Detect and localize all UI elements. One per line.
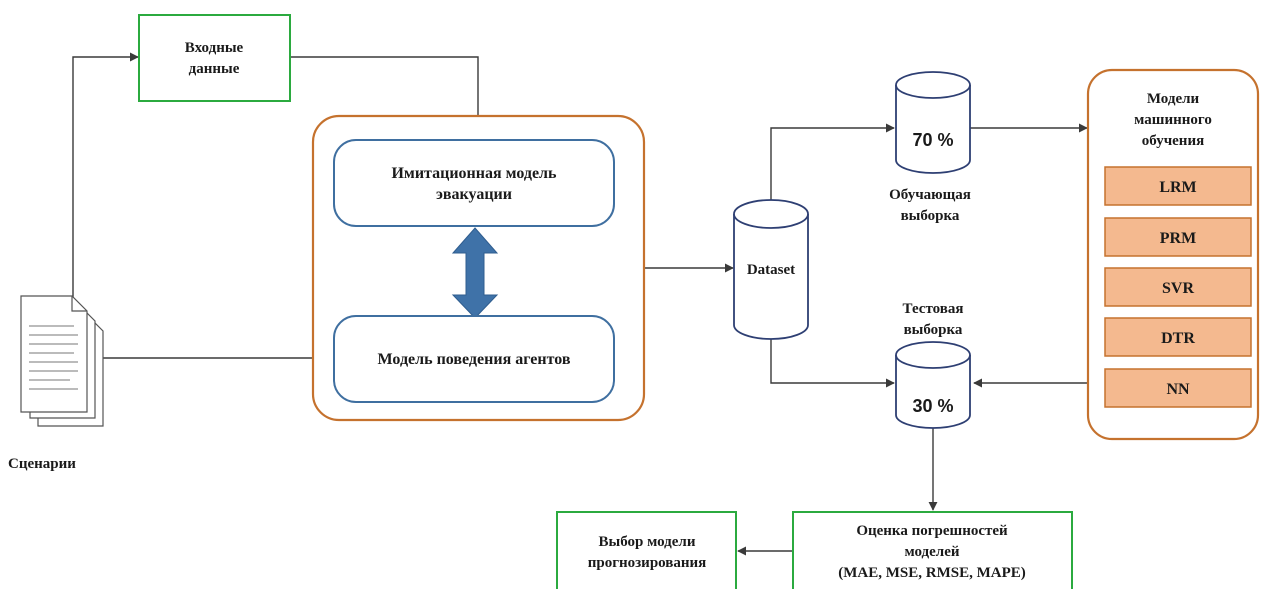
train-label-line1: Обучающая bbox=[889, 187, 971, 203]
train-percent: 70 % bbox=[912, 130, 953, 150]
dataset-label: Dataset bbox=[747, 262, 795, 278]
model-selection-line1: Выбор модели bbox=[598, 534, 695, 550]
ml-models-title-line3: обучения bbox=[1142, 133, 1204, 149]
model-selection-box: Выбор модели прогнозирования bbox=[556, 511, 737, 589]
test-cylinder bbox=[895, 341, 971, 429]
error-evaluation-line1: Оценка погрешностей bbox=[856, 523, 1008, 539]
ml-models-title-line1: Модели bbox=[1147, 91, 1200, 107]
arrow-input-to-simulation bbox=[290, 56, 483, 141]
input-data-line2: данные bbox=[189, 61, 240, 77]
scenarios-document-icon bbox=[20, 295, 104, 427]
arrow-scenarios-to-input bbox=[72, 52, 139, 310]
arrow-dataset-to-train bbox=[770, 123, 895, 200]
ml-model-label: LRM bbox=[1159, 179, 1196, 196]
input-data-box: Входные данные bbox=[138, 14, 291, 102]
model-selection-line2: прогнозирования bbox=[588, 555, 707, 571]
agent-behavior-model-box: Модель поведения агентов bbox=[333, 315, 615, 403]
scenarios-label: Сценарии bbox=[8, 456, 76, 472]
test-percent: 30 % bbox=[912, 396, 953, 416]
ml-model-label: NN bbox=[1166, 381, 1190, 398]
ml-model-item-dtr: DTR bbox=[1104, 317, 1252, 357]
ml-model-label: SVR bbox=[1162, 280, 1194, 297]
evacuation-model-line2: эвакуации bbox=[436, 186, 512, 203]
ml-model-item-nn: NN bbox=[1104, 368, 1252, 408]
ml-model-label: PRM bbox=[1160, 230, 1196, 247]
error-evaluation-box: Оценка погрешностей моделей (MAE, MSE, R… bbox=[792, 511, 1073, 589]
train-cylinder bbox=[895, 71, 971, 174]
error-evaluation-line3: (MAE, MSE, RMSE, MAPE) bbox=[838, 565, 1026, 581]
ml-models-title-line2: машинного bbox=[1134, 112, 1212, 128]
agent-behavior-model-label: Модель поведения агентов bbox=[378, 351, 571, 368]
arrow-dataset-to-test bbox=[770, 338, 895, 388]
dataset-cylinder bbox=[733, 199, 809, 340]
ml-model-item-svr: SVR bbox=[1104, 267, 1252, 307]
ml-model-item-lrm: LRM bbox=[1104, 166, 1252, 206]
ml-model-item-prm: PRM bbox=[1104, 217, 1252, 257]
error-evaluation-line2: моделей bbox=[904, 544, 959, 560]
connectors bbox=[72, 52, 1088, 556]
test-label-line2: выборка bbox=[904, 322, 963, 338]
ml-model-label: DTR bbox=[1161, 330, 1195, 347]
test-label-line1: Тестовая bbox=[903, 301, 964, 317]
train-label-line2: выборка bbox=[901, 208, 960, 224]
evacuation-model-box: Имитационная модель эвакуации bbox=[333, 139, 615, 227]
evacuation-model-line1: Имитационная модель bbox=[391, 165, 557, 182]
input-data-line1: Входные bbox=[185, 40, 244, 56]
